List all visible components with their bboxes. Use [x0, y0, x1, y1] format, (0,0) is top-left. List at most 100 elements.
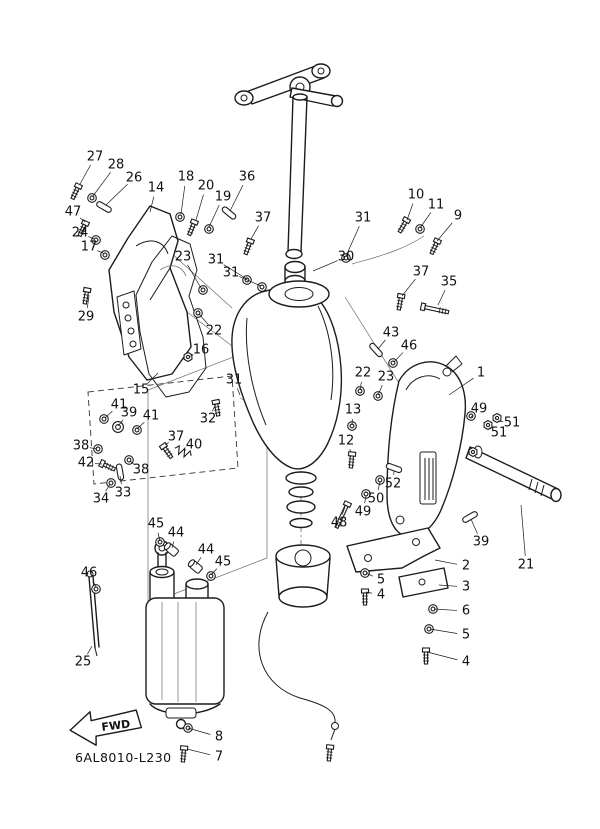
steering-shaft [284, 93, 308, 288]
grommet-glyph [112, 421, 124, 433]
washer-glyph [155, 537, 165, 547]
callout-label: 50 [368, 492, 385, 507]
longbolt-glyph [334, 500, 353, 530]
callout-label: 4 [462, 655, 470, 670]
bolt-glyph [396, 292, 406, 311]
callout-label: 37 [413, 265, 430, 280]
leader-line [208, 205, 220, 228]
callout-label: 39 [121, 406, 138, 421]
bolt-glyph [360, 588, 370, 606]
callout-label: 52 [385, 477, 402, 492]
washer-glyph [91, 584, 101, 594]
washer-glyph [106, 478, 116, 488]
trim-sensor-rod [86, 570, 100, 657]
washer-glyph [361, 489, 371, 499]
washer-glyph [341, 253, 351, 263]
leader-line [79, 164, 91, 185]
callout-label: 40 [186, 438, 203, 453]
callout-label: 46 [81, 566, 98, 581]
callout-label: 43 [383, 326, 400, 341]
washer-glyph [375, 475, 385, 485]
leader-line [419, 212, 432, 229]
leader-line [365, 591, 373, 594]
bolt-glyph [158, 441, 174, 460]
leader-line [470, 415, 473, 418]
leader-line [180, 185, 186, 215]
callout-label: 49 [471, 402, 488, 417]
washer-glyph [355, 386, 365, 396]
bolt-glyph [82, 286, 92, 305]
leader-line [488, 427, 492, 430]
leader-line [88, 236, 95, 240]
washer-glyph [415, 224, 425, 234]
leader-line [198, 313, 209, 325]
leader-line [365, 572, 373, 577]
leader-line [312, 260, 338, 272]
washer-glyph [93, 444, 103, 454]
callout-label: 38 [73, 439, 90, 454]
callout-label: 21 [518, 558, 535, 573]
leader-line [349, 449, 352, 453]
leader-line [345, 226, 360, 257]
callout-label: 4 [377, 588, 385, 603]
leader-line [136, 421, 145, 430]
leader-line [79, 217, 86, 223]
callout-label: 9 [454, 209, 462, 224]
leader-line [183, 449, 187, 452]
callout-label: 23 [175, 250, 192, 265]
lower-mount-bracket [346, 527, 449, 598]
leader-layer [79, 164, 526, 756]
leader-line [129, 460, 135, 465]
bolt-glyph [421, 647, 431, 665]
leader-line [104, 410, 113, 419]
leader-line [470, 518, 478, 534]
washer-glyph [373, 391, 383, 401]
leader-line [117, 419, 124, 427]
washer-glyph [424, 624, 434, 634]
callout-label: 5 [377, 573, 385, 588]
callout-label: 26 [126, 171, 143, 186]
leader-line [377, 385, 383, 396]
bolt-glyph [397, 215, 412, 234]
callout-label: 8 [215, 730, 223, 745]
hardware-layer [70, 182, 502, 763]
bolt-glyph [211, 398, 221, 417]
leader-line [195, 557, 202, 566]
leader-line [377, 481, 381, 491]
washer-glyph [87, 193, 97, 203]
leader-line [359, 381, 362, 391]
leader-line [89, 447, 98, 450]
steering-arm [234, 63, 344, 108]
callout-label: 45 [215, 555, 232, 570]
pin-glyph [385, 462, 403, 474]
callout-label: 37 [255, 211, 272, 226]
leader-line [119, 475, 122, 485]
callout-label: 44 [198, 543, 215, 558]
leader-line [195, 194, 204, 221]
callout-label: 35 [441, 275, 458, 290]
right-clamp-bracket [386, 355, 467, 538]
washer-glyph [132, 425, 142, 435]
callout-label: 36 [239, 170, 256, 185]
leader-line [188, 354, 194, 358]
washer-glyph [428, 604, 438, 614]
callout-label: 22 [206, 324, 223, 339]
washer-glyph [204, 224, 214, 234]
leader-line [250, 225, 259, 240]
nut-glyph [468, 446, 478, 458]
pin-glyph [221, 206, 237, 220]
leader-line [105, 183, 128, 206]
washer-glyph [100, 250, 110, 260]
leader-line [426, 651, 458, 661]
callout-label: 18 [178, 170, 195, 185]
callout-label: 23 [378, 370, 395, 385]
leader-line [187, 727, 211, 735]
washer-glyph [257, 282, 267, 292]
bushing-glyph [163, 542, 179, 557]
pin-glyph [369, 342, 383, 358]
callout-label: 51 [504, 416, 521, 431]
leader-line [210, 568, 218, 576]
callout-label: 41 [111, 398, 128, 413]
